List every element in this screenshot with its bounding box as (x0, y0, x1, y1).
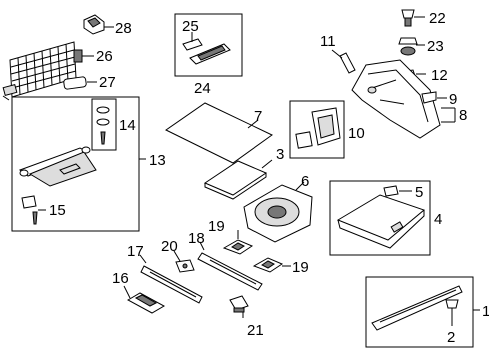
box-14 (91, 98, 117, 151)
callout-4: 4 (434, 211, 442, 228)
part-19-mat-b (252, 257, 291, 273)
part-1-sill-trim (371, 285, 463, 331)
callout-13: 13 (149, 152, 166, 169)
callout-28: 28 (115, 20, 132, 37)
box-4 (329, 180, 431, 256)
callout-15: 15 (49, 202, 66, 219)
callout-25: 25 (182, 18, 199, 35)
callout-18: 18 (188, 230, 205, 247)
part-2-clip (445, 299, 459, 326)
callout-6: 6 (301, 173, 309, 190)
part-19-mat-a (222, 230, 254, 255)
callout-5: 5 (415, 184, 423, 201)
callout-23: 23 (427, 38, 444, 55)
part-4-cargo-floor-cover (336, 194, 426, 249)
part-22-push-pin (401, 9, 425, 27)
part-9-bracket (421, 91, 447, 104)
callout-12: 12 (431, 67, 448, 84)
part-20-clip (173, 250, 195, 273)
callout-2: 2 (447, 329, 455, 346)
part-17-rail (139, 254, 203, 304)
part-25-clips (182, 32, 231, 65)
part-11-handle (331, 49, 356, 74)
part-21-clip (229, 295, 249, 318)
part-28-clip (83, 14, 114, 35)
callout-16: 16 (112, 270, 129, 287)
part-27-strap (63, 76, 97, 90)
box-24 (174, 13, 243, 77)
part-7-floor-mat (165, 102, 273, 164)
callout-10: 10 (348, 125, 365, 142)
part-16-bracket (123, 285, 166, 314)
box-13 (11, 96, 140, 232)
callout-20: 20 (161, 238, 178, 255)
part-26-cargo-net (2, 41, 94, 101)
part-5-latch (383, 185, 412, 197)
callout-27: 27 (99, 74, 116, 91)
callout-7: 7 (254, 108, 262, 125)
box-10 (289, 100, 345, 159)
callout-17: 17 (127, 243, 144, 260)
part-18-rail (197, 241, 263, 291)
part-10-storage-bin (295, 107, 341, 149)
callout-9: 9 (449, 91, 457, 108)
callout-11: 11 (320, 33, 336, 50)
callout-3: 3 (276, 146, 284, 163)
part-3-floor-panel (203, 159, 273, 200)
part-23-nut (398, 37, 425, 56)
callout-19a: 19 (208, 218, 225, 235)
box-1 (365, 276, 474, 348)
callout-1: 1 (482, 303, 489, 320)
callout-24: 24 (194, 80, 211, 97)
part-15-bracket (21, 195, 46, 225)
part-8-side-trim-panel (351, 59, 456, 139)
callout-14: 14 (119, 117, 136, 134)
part-6-spare-wheel-well (243, 181, 313, 243)
callout-26: 26 (96, 48, 113, 65)
callout-21: 21 (247, 322, 264, 339)
part-14-holders (96, 106, 110, 145)
callout-22: 22 (429, 10, 446, 27)
part-13-luggage-cover (18, 146, 97, 187)
callout-8: 8 (459, 107, 467, 124)
callout-19b: 19 (292, 259, 309, 276)
